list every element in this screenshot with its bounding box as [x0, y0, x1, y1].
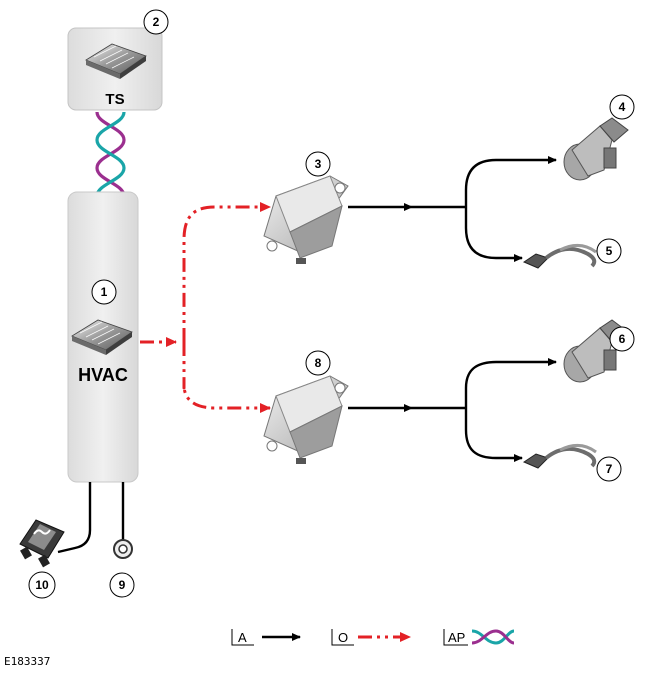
- svg-text:6: 6: [619, 332, 626, 346]
- actuator-control-module-3: [263, 175, 349, 264]
- ts-module: TS: [67, 27, 163, 111]
- svg-text:5: 5: [606, 244, 613, 258]
- callout-1: 1: [91, 279, 117, 305]
- twisted-pair-link: [95, 111, 126, 197]
- svg-text:7: 7: [606, 462, 613, 476]
- legend: A O AP: [231, 629, 515, 646]
- actuator-control-module-8: [263, 375, 349, 464]
- reference-code: E183337: [4, 655, 50, 668]
- hvac-label: HVAC: [78, 365, 128, 385]
- fuse-icon: [19, 519, 65, 568]
- callout-2: 2: [143, 9, 169, 35]
- connector-icon: [522, 244, 597, 269]
- connector-icon: [522, 444, 597, 469]
- hardwired-links-upper: [348, 156, 557, 262]
- callout-8: 8: [305, 350, 331, 376]
- svg-text:O: O: [338, 630, 348, 645]
- svg-text:1: 1: [101, 285, 108, 299]
- svg-text:8: 8: [315, 356, 322, 370]
- svg-text:4: 4: [619, 100, 626, 114]
- svg-text:3: 3: [315, 157, 322, 171]
- svg-text:AP: AP: [448, 630, 465, 645]
- callout-9: 9: [109, 572, 135, 598]
- svg-text:10: 10: [35, 578, 49, 592]
- callout-10: 10: [28, 571, 56, 599]
- callout-3: 3: [305, 151, 331, 177]
- callout-6: 6: [609, 326, 635, 352]
- chip-icon: [71, 319, 133, 355]
- callout-4: 4: [609, 94, 635, 120]
- callout-7: 7: [596, 456, 622, 482]
- lin-bus-links: [140, 202, 271, 413]
- hardwired-links-lower: [348, 358, 557, 462]
- callout-5: 5: [596, 238, 622, 264]
- hvac-module: HVAC: [67, 191, 139, 483]
- legend-lin-bus: O: [331, 629, 411, 646]
- actuator-icon: [563, 117, 629, 181]
- svg-text:9: 9: [119, 578, 126, 592]
- legend-hardwired: A: [231, 629, 301, 646]
- legend-twisted-pair: AP: [443, 629, 515, 646]
- svg-text:A: A: [238, 630, 247, 645]
- chip-icon: [85, 43, 147, 79]
- svg-text:2: 2: [153, 15, 160, 29]
- ground-icon: [113, 539, 133, 559]
- ts-label: TS: [105, 91, 124, 108]
- hardwired-power-links: [57, 482, 125, 554]
